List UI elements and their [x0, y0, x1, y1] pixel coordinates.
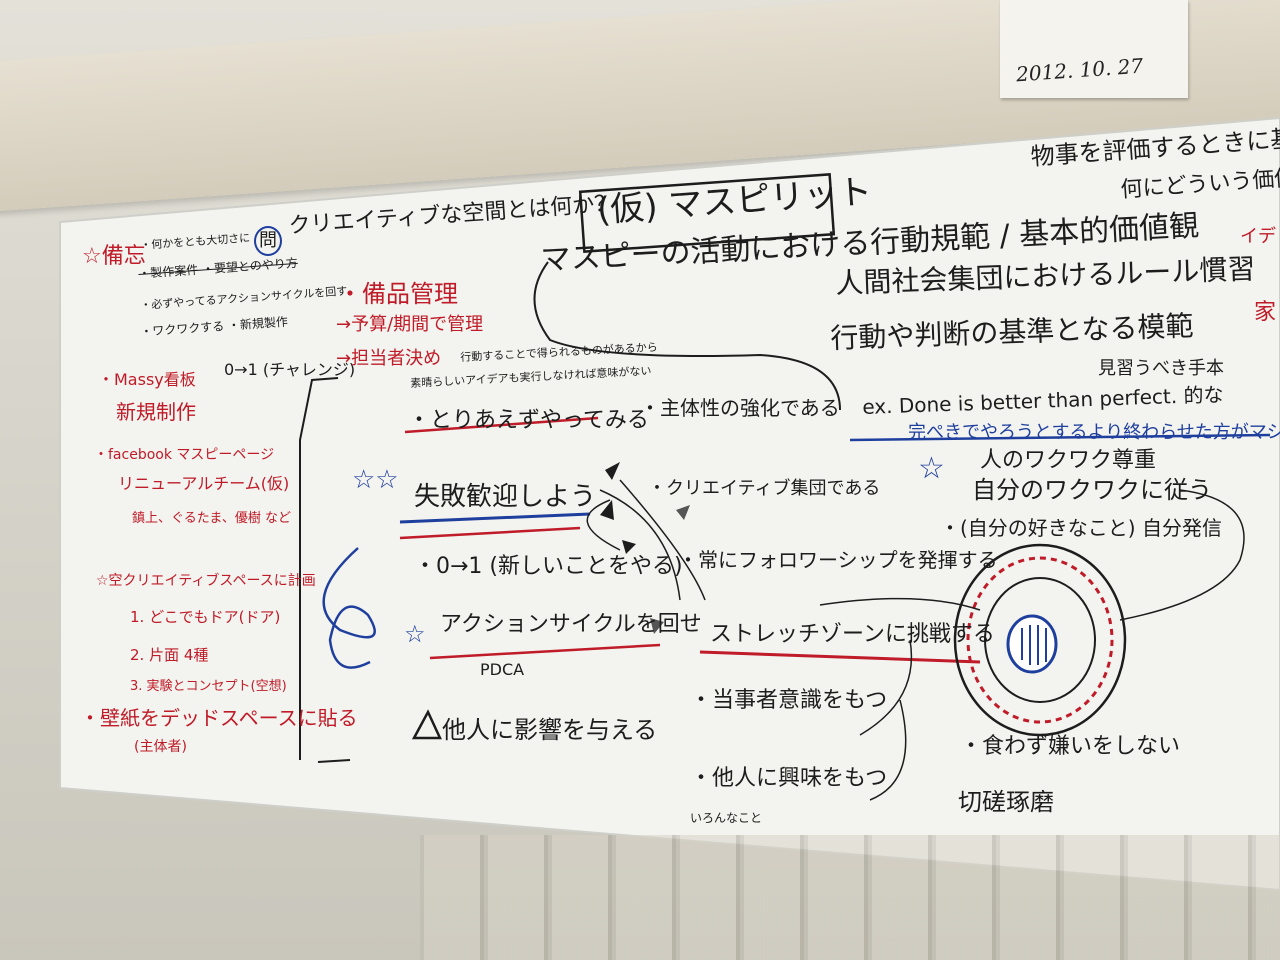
item-influence: 他人に影響を与える	[442, 716, 658, 744]
item-stretch: ストレッチゾーンに挑戦する	[710, 622, 995, 647]
memo-item-7: ・facebook マスピーページ	[94, 447, 275, 463]
question-mark-badge: 問	[254, 226, 282, 256]
memo-item-15: (主体者)	[134, 739, 187, 755]
memo-item-14: ・壁紙をデッドスペースに貼る	[80, 706, 358, 730]
memo-item-6: 新規制作	[116, 400, 196, 424]
memo-item-11: 1. どこでもドア(ドア)	[130, 608, 281, 626]
zero-one-challenge: 0→1 (チャレンジ)	[224, 360, 356, 379]
bihin-sub1: →予算/期間で管理	[336, 314, 484, 335]
paper-note	[1000, 0, 1188, 98]
kirai-line: ・食わず嫌いをしない	[960, 734, 1181, 759]
item-action: アクションサイクルを回せ	[440, 612, 702, 637]
definition-line4: 見習うべき手本	[1098, 358, 1224, 379]
waku-line1: 人のワクワク尊重	[980, 448, 1157, 473]
memo-item-12: 2. 片面 4種	[130, 646, 209, 664]
bihin-title: ・備品管理	[338, 280, 458, 308]
memo-item-8: リニューアルチーム(仮)	[118, 474, 290, 493]
svg-text:☆☆: ☆☆	[352, 465, 399, 495]
memo-item-5: ・Massy看板	[98, 370, 196, 389]
sessa-line: 切磋琢磨	[958, 788, 1054, 816]
edge-text-2: 家	[1254, 300, 1277, 325]
item-fail: 失敗歓迎しよう	[414, 482, 597, 512]
edge-text-1: イデ	[1240, 226, 1276, 247]
memo-header: ☆備忘	[82, 244, 146, 269]
item-initiative: ・主体性の強化である	[640, 396, 840, 420]
bihin-sub2: →担当者決め	[336, 348, 442, 369]
waku-line2: 自分のワクワクに従う	[972, 476, 1212, 504]
item-pdca: PDCA	[480, 660, 525, 679]
item-owner: ・当事者意識をもつ	[690, 688, 888, 713]
lower-wall	[420, 835, 1280, 960]
memo-item-13: 3. 実験とコンセプト(空想)	[130, 679, 287, 694]
item-try: ・とりあえずやってみる	[408, 408, 649, 433]
item-creative: ・クリエイティブ集団である	[648, 478, 881, 499]
item-various: いろんなこと	[690, 811, 763, 825]
memo-item-10: ☆空クリエイティブスペースに計画	[96, 573, 316, 589]
item-follower: ・常にフォロワーシップを発揮する	[678, 548, 998, 572]
example-note: 完ぺきでやろうとするより終わらせた方がマシ	[908, 422, 1280, 443]
item-zero-one: ・0→1 (新しいことをやる)	[414, 554, 683, 579]
svg-text:☆: ☆	[404, 620, 426, 648]
svg-text:☆: ☆	[918, 451, 945, 486]
jibun-line: ・(自分の好きなこと) 自分発信	[940, 516, 1222, 540]
memo-item-9: 鎮上、ぐるたま、優樹 など	[132, 511, 291, 526]
item-interest: ・他人に興味をもつ	[690, 766, 888, 791]
